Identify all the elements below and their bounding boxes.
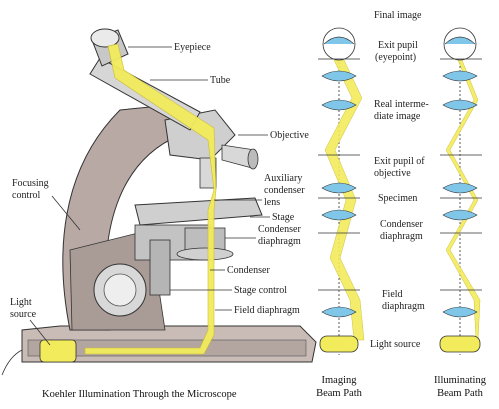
imaging-lens xyxy=(321,99,357,111)
ray-labels: Final image Exit pupil(eyepoint) Real in… xyxy=(370,10,429,350)
microscope-illustration xyxy=(1,28,317,376)
illuminating-lens xyxy=(442,70,478,82)
label-exit-pupil-eyepoint: Exit pupil(eyepoint) xyxy=(375,40,418,63)
label-condenser: Condenser xyxy=(227,265,270,276)
label-real-intermediate-image: Real interme-diate image xyxy=(374,99,429,122)
captions: Koehler Illumination Through the Microsc… xyxy=(42,375,487,400)
illuminating-beam-path xyxy=(439,27,482,355)
imaging-beam-path xyxy=(318,27,365,355)
illuminating-lens xyxy=(442,209,478,221)
microscope-light-path xyxy=(84,43,217,355)
stage xyxy=(134,197,263,226)
illuminating-lens xyxy=(442,306,478,318)
illuminating-light-source xyxy=(439,335,481,353)
label-stage-control: Stage control xyxy=(234,285,287,296)
imaging-lens xyxy=(321,306,357,318)
label-final-image: Final image xyxy=(374,10,422,21)
imaging-lens xyxy=(321,182,357,194)
label-ray-light-source: Light source xyxy=(370,339,421,350)
imaging-lens xyxy=(321,209,357,221)
label-eyepiece: Eyepiece xyxy=(174,42,211,53)
label-stage: Stage xyxy=(272,212,295,223)
label-field-diaphragm: Field diaphragm xyxy=(234,305,300,316)
imaging-light-source xyxy=(319,335,359,353)
label-tube: Tube xyxy=(210,75,231,86)
label-specimen: Specimen xyxy=(378,193,417,204)
condenser-body xyxy=(184,227,226,251)
caption-main: Koehler Illumination Through the Microsc… xyxy=(42,389,237,400)
label-objective: Objective xyxy=(270,130,309,141)
light-source-bulb xyxy=(39,339,77,363)
imaging-lens xyxy=(321,70,357,82)
illuminating-lens xyxy=(442,99,478,111)
illuminating-lens xyxy=(442,182,478,194)
